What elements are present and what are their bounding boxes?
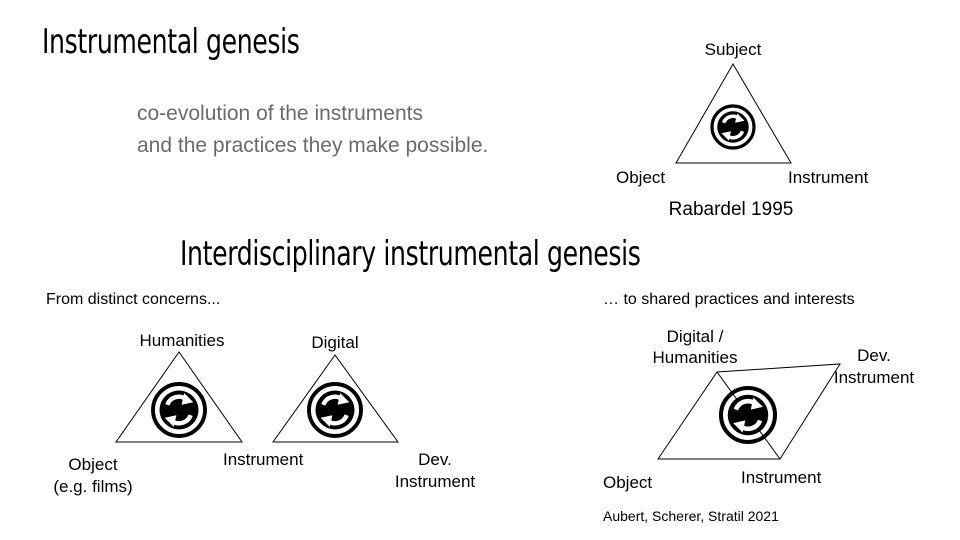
digital-humanities-line-1: Digital / <box>666 327 724 346</box>
rabardel-citation: Rabardel 1995 <box>668 199 794 220</box>
subtitle-line-1: co-evolution of the instruments <box>137 102 423 125</box>
slide-title: Instrumental genesis <box>42 22 300 62</box>
subject-label: Subject <box>704 40 762 59</box>
dev-instrument-line-2: Instrument <box>394 472 476 491</box>
digital-humanities-line-2: Humanities <box>652 348 738 367</box>
object-label-line-2: (e.g. films) <box>53 477 133 496</box>
dev-instrument-line-1: Dev. <box>418 450 452 469</box>
cycle-arrows-icon <box>153 384 205 436</box>
instrument-label: Instrument <box>788 168 869 187</box>
cycle-arrows-icon <box>721 388 775 442</box>
instrument-label: Instrument <box>741 468 822 487</box>
digital-triangle <box>272 354 399 443</box>
object-label-line-1: Object <box>68 455 118 474</box>
subtitle-line-2: and the practices they make possible. <box>137 134 489 157</box>
right-heading: … to shared practices and interests <box>603 291 855 308</box>
humanities-triangle <box>115 351 243 443</box>
top-triangle <box>675 63 792 164</box>
dev-instrument-line-1: Dev. <box>857 346 891 365</box>
dev-instrument-line-2: Instrument <box>833 368 915 387</box>
instrument-label: Instrument <box>223 450 304 469</box>
digital-label: Digital <box>311 333 359 352</box>
cycle-arrows-icon <box>710 104 756 150</box>
humanities-label: Humanities <box>139 331 225 350</box>
left-heading: From distinct concerns... <box>46 291 221 308</box>
object-label: Object <box>616 168 666 187</box>
section-title: Interdisciplinary instrumental genesis <box>180 234 641 274</box>
object-label: Object <box>603 473 653 492</box>
aubert-citation: Aubert, Scherer, Stratil 2021 <box>603 508 779 524</box>
shared-parallelogram <box>657 363 841 460</box>
cycle-arrows-icon <box>309 384 361 436</box>
